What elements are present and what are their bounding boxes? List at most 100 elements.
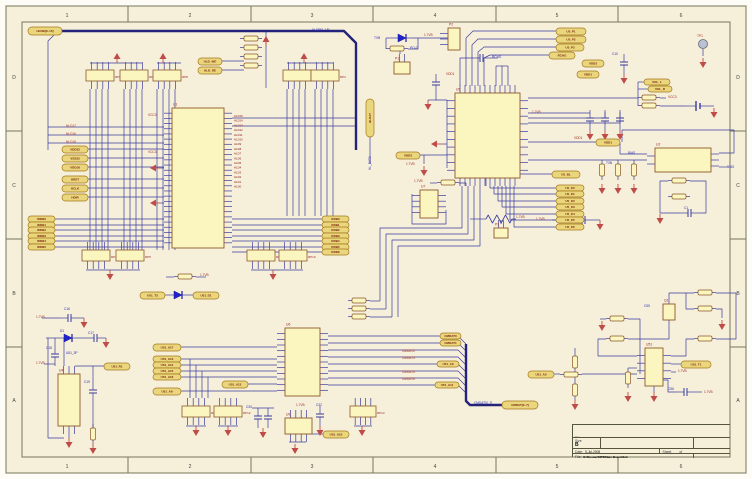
resistor[interactable] xyxy=(348,313,370,320)
net-label[interactable]: RDB2 xyxy=(321,226,350,234)
capacitor[interactable] xyxy=(254,408,262,428)
resistor[interactable] xyxy=(694,289,716,296)
capacitor[interactable] xyxy=(264,408,272,428)
ground-flag[interactable] xyxy=(630,184,638,194)
resistor[interactable] xyxy=(606,315,628,322)
ground-flag[interactable] xyxy=(316,426,324,436)
resistor[interactable] xyxy=(437,179,459,186)
net-label[interactable]: HLD_RE xyxy=(197,66,223,75)
ground-flag[interactable] xyxy=(620,74,628,84)
resistor[interactable] xyxy=(90,424,96,444)
ic-U4[interactable]: U4 xyxy=(57,366,81,434)
net-label[interactable]: U51_R1 xyxy=(103,362,131,371)
capacitor[interactable] xyxy=(676,388,696,396)
resistor[interactable] xyxy=(348,305,370,312)
net-label[interactable]: U51_A10 xyxy=(322,430,350,439)
net-label[interactable]: HRST xyxy=(61,175,89,184)
capacitor[interactable] xyxy=(432,74,440,94)
ground-flag[interactable] xyxy=(102,338,110,348)
ic-U7[interactable]: U7 xyxy=(419,185,446,219)
resistor[interactable] xyxy=(606,335,628,342)
ic-U9[interactable]: U9 xyxy=(284,410,313,442)
diode[interactable] xyxy=(394,33,410,43)
net-label[interactable]: WDB5 xyxy=(27,243,56,251)
ground-flag[interactable] xyxy=(586,130,594,140)
net-label[interactable]: CMDAT0 xyxy=(439,332,462,340)
ground-flag[interactable] xyxy=(596,220,604,230)
resistor-network-RP13[interactable]: RP13 xyxy=(349,398,385,425)
net-label[interactable]: U51_A11 xyxy=(434,381,460,389)
ground-flag[interactable] xyxy=(291,444,299,454)
net-label[interactable]: U5_K0 xyxy=(555,184,585,192)
resistor[interactable] xyxy=(560,371,582,378)
net-label[interactable]: VDD1 xyxy=(576,70,600,79)
ic-P1[interactable]: P1 xyxy=(393,54,411,75)
ground-flag[interactable] xyxy=(80,318,88,328)
net-label[interactable]: U5_K1 xyxy=(555,190,585,198)
ground-flag[interactable] xyxy=(710,108,718,118)
resistor-network-RP8[interactable]: RP8 xyxy=(152,62,188,89)
net-label[interactable]: HLDAT xyxy=(365,98,375,138)
ic-U1[interactable]: U1 xyxy=(171,103,232,249)
resistor-zigzag[interactable] xyxy=(485,214,513,224)
diode[interactable] xyxy=(60,333,76,343)
power-flag[interactable] xyxy=(113,53,121,63)
net-label[interactable]: U5_K2 xyxy=(555,197,585,205)
ground-flag[interactable] xyxy=(656,214,664,224)
capacitor[interactable] xyxy=(616,110,624,130)
ic-U51[interactable]: U51 xyxy=(644,343,671,387)
net-label[interactable]: VOL_L xyxy=(643,78,671,86)
ic-U2[interactable]: U2 xyxy=(654,143,719,173)
net-label[interactable]: U5_K4 xyxy=(555,210,585,218)
resistor[interactable] xyxy=(348,297,370,304)
net-label[interactable]: RDB0 xyxy=(321,215,350,223)
capacitor[interactable] xyxy=(620,54,628,74)
net-label[interactable]: U51_A16 xyxy=(152,373,182,381)
resistor[interactable] xyxy=(638,94,660,101)
ground-flag[interactable] xyxy=(224,426,232,436)
resistor[interactable] xyxy=(240,62,262,69)
resistor-network-RP6[interactable]: RP6 xyxy=(85,62,121,89)
resistor-network-RP12[interactable]: RP12 xyxy=(213,398,251,425)
ic-U5[interactable]: U5 xyxy=(454,85,528,186)
resistor-network-RP3[interactable]: RP3 xyxy=(310,62,346,89)
ground-flag[interactable] xyxy=(650,392,658,402)
net-label[interactable]: HLD_WE xyxy=(197,57,223,66)
ground-flag[interactable] xyxy=(424,100,432,110)
capacitor[interactable] xyxy=(586,110,594,130)
net-label[interactable]: U5_K6 xyxy=(555,223,585,231)
net-label[interactable]: HLDB[0..15] xyxy=(27,26,63,36)
net-label[interactable]: RDB4 xyxy=(321,237,350,245)
net-label[interactable]: U51_A12 xyxy=(221,380,249,389)
net-label[interactable]: U51_A17 xyxy=(152,343,182,352)
ground-flag[interactable] xyxy=(598,184,606,194)
net-label[interactable]: VDD3 xyxy=(581,59,605,68)
ground-flag[interactable] xyxy=(192,426,200,436)
net-label[interactable]: WDB4 xyxy=(27,237,56,245)
resistor[interactable] xyxy=(240,44,262,51)
power-flag[interactable] xyxy=(150,164,160,172)
net-label[interactable]: HDIR xyxy=(61,193,89,202)
ground-flag[interactable] xyxy=(614,184,622,194)
ic-P3[interactable]: P3 xyxy=(493,220,509,239)
resistor[interactable] xyxy=(668,193,690,200)
ground-flag[interactable] xyxy=(89,444,97,454)
capacitor[interactable] xyxy=(680,209,700,217)
net-label[interactable]: U5_P3 xyxy=(555,43,585,52)
net-label[interactable]: VDD18 xyxy=(61,163,89,172)
net-label[interactable]: WDB3 xyxy=(27,232,56,240)
power-flag[interactable] xyxy=(300,53,308,63)
power-flag[interactable] xyxy=(159,53,167,63)
ground-flag[interactable] xyxy=(65,438,73,448)
ground-flag[interactable] xyxy=(718,320,726,330)
resistor-network-RP4[interactable]: RP4 xyxy=(81,242,117,269)
test-point[interactable] xyxy=(698,39,708,49)
net-label[interactable]: U51_A0 xyxy=(527,370,555,379)
net-label[interactable]: CMDAT1 xyxy=(439,339,462,347)
ground-flag[interactable] xyxy=(624,392,632,402)
ground-flag[interactable] xyxy=(358,426,366,436)
net-label[interactable]: RCHG xyxy=(548,51,576,60)
power-flag[interactable] xyxy=(262,36,270,46)
capacitor[interactable] xyxy=(89,382,97,402)
ic-U6[interactable]: U6 xyxy=(284,323,328,397)
